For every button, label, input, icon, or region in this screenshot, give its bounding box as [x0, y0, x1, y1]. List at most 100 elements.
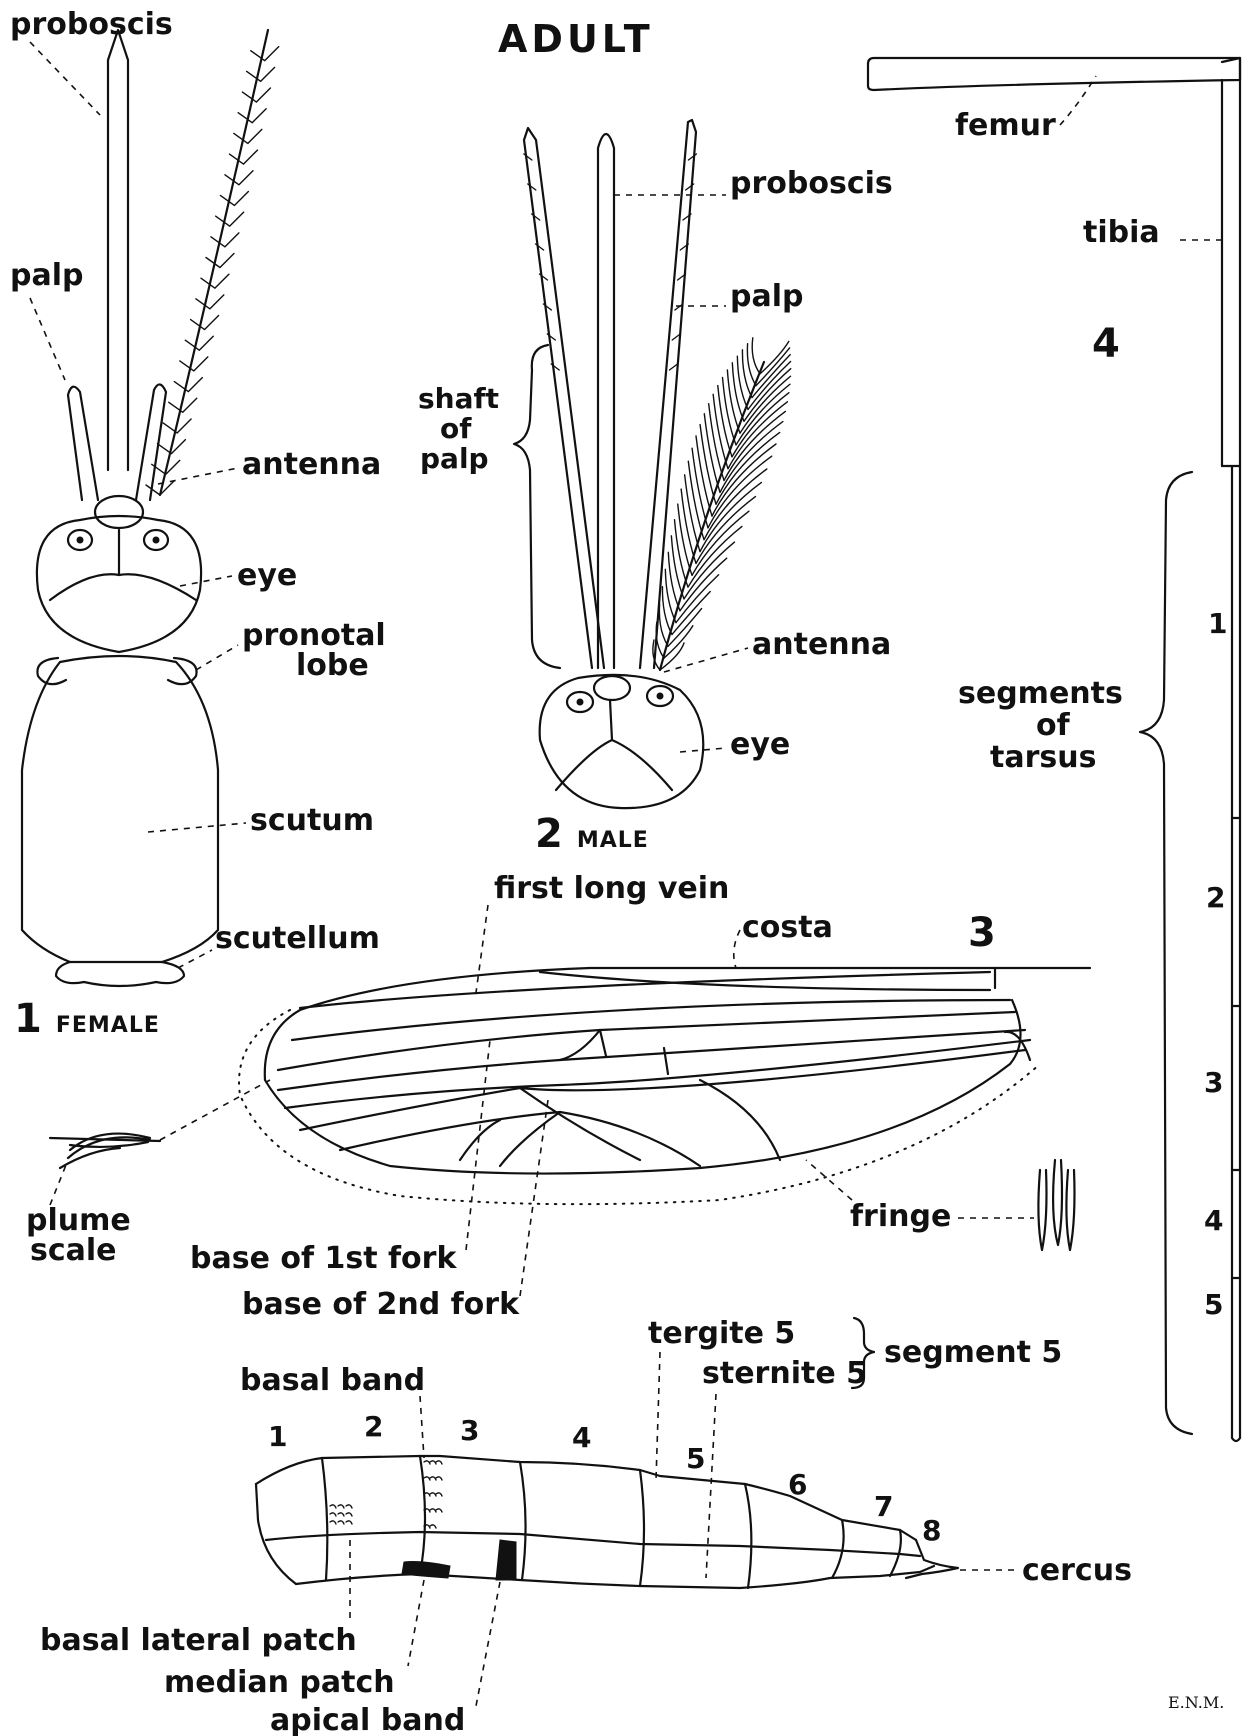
female-head-sutures: [50, 530, 196, 600]
abdomen-segment-num-7: 7: [874, 1490, 893, 1523]
male-head-drawing: [514, 120, 791, 808]
label-scutellum: scutellum: [215, 921, 380, 956]
fig2-caption: 2 MALE: [535, 811, 649, 857]
leader-tergite-5: [656, 1352, 660, 1480]
leader-sternite-5: [706, 1394, 716, 1578]
leader-base-2nd-fork: [520, 1100, 548, 1296]
label-male-antenna: antenna: [752, 627, 891, 662]
leader-first-long-vein: [475, 905, 488, 1000]
male-proboscis: [598, 134, 614, 668]
vein-1: [292, 1000, 1010, 1040]
label-base-2nd-fork: base of 2nd fork: [242, 1287, 520, 1322]
female-scutellum: [56, 962, 184, 986]
label-male-proboscis: proboscis: [730, 166, 893, 201]
leader-plume-to-wing: [160, 1080, 270, 1140]
abdomen-segment-num-5: 5: [686, 1442, 705, 1475]
wing-cross-veins: [600, 1030, 668, 1074]
leader-scutellum: [178, 950, 212, 968]
tarsal-segment-5: 5: [1204, 1288, 1223, 1321]
leader-fringe-wing: [806, 1160, 852, 1200]
label-basal-lateral-patch: basal lateral patch: [40, 1623, 357, 1658]
abdomen-drawing: [256, 1456, 958, 1588]
label-fringe: fringe: [850, 1199, 951, 1234]
fig4-number: 4: [1092, 321, 1120, 367]
shaft-of-palp-brace: [514, 345, 560, 668]
median-patch-dark: [402, 1562, 450, 1579]
abdomen-dorsal-outline: [256, 1456, 916, 1540]
male-head: [540, 675, 704, 808]
label-sternite-5: sternite 5: [702, 1356, 867, 1391]
leader-female-eye: [180, 576, 232, 586]
abdomen-segment-num-4: 4: [572, 1421, 591, 1454]
tarsal-segment-2: 2: [1206, 881, 1225, 914]
label-female-palp: palp: [10, 258, 83, 293]
basal-lateral-patch-stipple: [330, 1505, 352, 1524]
female-palp-left: [68, 387, 98, 500]
label-segments-line2: of: [1036, 708, 1071, 743]
fringe-scale-2: [1053, 1160, 1062, 1245]
vein-5-fork: [560, 1112, 700, 1166]
abdomen-segment-1: [256, 1484, 296, 1584]
male-eye-left-pupil: [577, 699, 583, 705]
fringe-scale-3: [1066, 1170, 1074, 1250]
vein-2: [278, 1012, 1015, 1070]
basal-band-stipple: [424, 1461, 442, 1528]
leader-female-proboscis: [30, 42, 100, 115]
label-shaft-line1: shaft: [418, 382, 499, 415]
label-pronotal-line2: lobe: [296, 648, 369, 683]
wing-alula: [1005, 1032, 1030, 1060]
label-female-proboscis: proboscis: [10, 7, 173, 42]
label-tibia: tibia: [1083, 215, 1160, 250]
vein-5: [340, 1112, 560, 1166]
leader-pronotal-lobe: [196, 645, 238, 670]
tarsal-segment-3: 3: [1204, 1066, 1223, 1099]
label-segments-line3: tarsus: [990, 740, 1096, 775]
female-head-thorax-drawing: [22, 30, 279, 986]
label-femur: femur: [955, 108, 1056, 143]
vein-2-lower: [278, 1030, 1025, 1090]
abdomen-segment-num-8: 8: [922, 1514, 941, 1547]
wing-fringe-dotted: [239, 1010, 1040, 1204]
abdomen-lateral-line: [266, 1532, 920, 1556]
label-plume-line2: scale: [30, 1233, 117, 1268]
label-cercus: cercus: [1022, 1553, 1132, 1588]
label-female-antenna: antenna: [242, 447, 381, 482]
leader-female-palp: [30, 298, 65, 380]
abdomen-segment-num-2: 2: [364, 1410, 383, 1443]
label-apical-band: apical band: [270, 1703, 465, 1736]
label-female-eye: eye: [237, 558, 297, 593]
plume-scale-drawing: [50, 1134, 160, 1168]
leader-scutum: [148, 823, 246, 832]
label-segments-line1: segments: [958, 676, 1123, 711]
male-clypeus: [594, 676, 630, 700]
female-clypeus: [95, 496, 143, 528]
abdomen-segment-num-3: 3: [460, 1414, 479, 1447]
fringe-scales-drawing: [1038, 1160, 1074, 1250]
vein-4-fork-lower: [520, 1088, 640, 1160]
tarsus-joints: [1232, 818, 1240, 1278]
label-shaft-line3: palp: [420, 442, 489, 475]
apical-band-dark: [496, 1540, 516, 1580]
label-median-patch: median patch: [164, 1665, 395, 1700]
label-male-eye: eye: [730, 727, 790, 762]
abdomen-segment-num-6: 6: [788, 1468, 807, 1501]
female-eye-left-pupil: [77, 537, 83, 543]
fringe-scale-1: [1038, 1170, 1046, 1250]
leader-basal-band: [420, 1396, 424, 1458]
male-palp-left: [524, 128, 604, 668]
label-segment-5: segment 5: [884, 1335, 1062, 1370]
leader-apical-band: [476, 1582, 500, 1706]
label-scutum: scutum: [250, 803, 374, 838]
label-basal-band: basal band: [240, 1363, 425, 1398]
leader-costa: [734, 930, 740, 968]
leg-tibia: [1222, 58, 1240, 466]
label-costa: costa: [742, 910, 833, 945]
fig1-caption: 1 FEMALE: [14, 996, 160, 1042]
label-male-palp: palp: [730, 279, 803, 314]
label-base-1st-fork: base of 1st fork: [190, 1241, 457, 1276]
female-proboscis: [108, 30, 128, 470]
vein-6: [700, 1080, 780, 1160]
male-eye-right-pupil: [657, 693, 663, 699]
male-head-sutures: [556, 700, 672, 790]
